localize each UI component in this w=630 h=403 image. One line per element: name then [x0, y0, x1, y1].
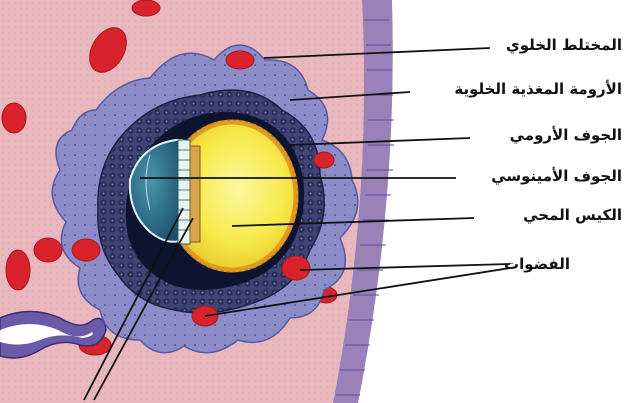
embryonic-disc	[178, 140, 200, 244]
label-chorionic-cavity: الجوف الأرومي	[510, 126, 622, 144]
label-amniotic-cavity: الجوف الأمينوسي	[491, 167, 622, 185]
label-yolk-sac: الكيس المحي	[523, 206, 622, 224]
label-syncytiotrophoblast: المختلط الخلوي	[506, 36, 622, 54]
label-cytotrophoblast: الأرومة المغذية الخلوية	[454, 80, 622, 98]
label-lacunae: الفضوات	[504, 255, 570, 273]
